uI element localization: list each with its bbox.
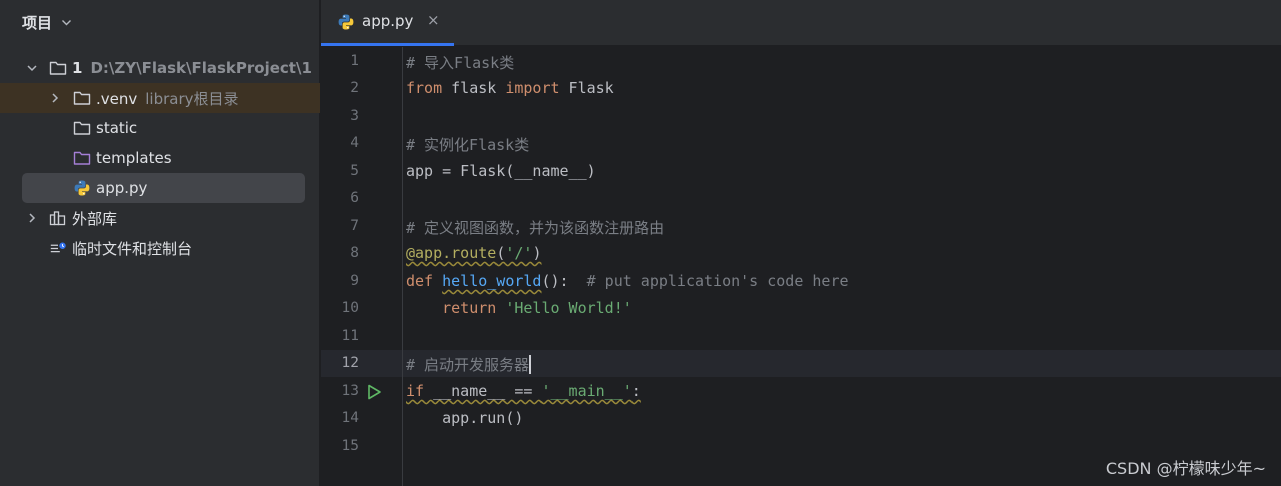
code-editor[interactable]: app.py × 1 2 3 4 5 6 7 8 9 10 11 12 13 1… xyxy=(321,0,1281,486)
code-text xyxy=(433,272,442,290)
tree-item-static[interactable]: static xyxy=(0,113,320,143)
line-number: 11 xyxy=(341,328,359,344)
project-panel-header[interactable]: 项目 xyxy=(0,0,320,44)
watermark: CSDN @柠檬味少年~ xyxy=(1105,459,1266,478)
code-line-12[interactable]: # 启动开发服务器 xyxy=(406,354,532,375)
keyword-token: return xyxy=(442,299,497,317)
line-number: 2 xyxy=(350,80,359,96)
code-text: flask xyxy=(442,79,506,97)
run-icon[interactable] xyxy=(365,383,383,401)
keyword-token: import xyxy=(505,79,560,97)
venv-hint: library根目录 xyxy=(145,89,239,108)
tree-item-label: .venv library根目录 xyxy=(96,88,239,109)
code-line-13[interactable]: if __name__ == '__main__': xyxy=(406,382,641,400)
keyword-token: def xyxy=(406,272,434,290)
comment-token: # 启动开发服务器 xyxy=(406,356,530,374)
code-text: ) xyxy=(532,244,542,262)
current-line-highlight xyxy=(321,350,1281,377)
comment-token: # put application's code here xyxy=(586,272,849,290)
python-file-icon xyxy=(73,179,91,197)
tree-item-label: 1 D:\ZY\Flask\FlaskProject\1 xyxy=(72,59,312,77)
tree-item-venv[interactable]: .venv library根目录 xyxy=(0,83,320,113)
line-number: 13 xyxy=(341,383,359,399)
tree-item-app[interactable]: app.py xyxy=(0,173,320,203)
line-number: 4 xyxy=(350,135,359,151)
templates-folder-icon xyxy=(73,149,91,167)
scratch-console-icon xyxy=(49,239,67,257)
chevron-down-icon[interactable] xyxy=(24,60,40,76)
code-line-7[interactable]: # 定义视图函数，并为该函数注册路由 xyxy=(406,217,664,238)
string-token: 'Hello World!' xyxy=(505,299,632,317)
code-line-1[interactable]: # 导入Flask类 xyxy=(406,52,514,73)
function-name-token: hello_world xyxy=(442,272,542,290)
comment-token: # 定义视图函数，并为该函数注册路由 xyxy=(406,219,665,237)
folder-icon xyxy=(49,59,67,77)
keyword-token: from xyxy=(406,79,443,97)
templates-name: templates xyxy=(96,149,172,167)
code-text: : xyxy=(631,382,641,400)
code-line-14[interactable]: app.run() xyxy=(406,409,523,427)
close-icon[interactable]: × xyxy=(427,11,440,29)
line-number: 8 xyxy=(350,245,359,261)
tree-item-scratches[interactable]: 临时文件和控制台 xyxy=(0,233,320,263)
line-number: 1 xyxy=(350,53,359,69)
code-line-5[interactable]: app = Flask(__name__) xyxy=(406,162,596,180)
code-indent xyxy=(406,299,442,317)
editor-tab-bar: app.py × xyxy=(321,0,1281,46)
code-text: Flask xyxy=(559,79,614,97)
venv-name: .venv xyxy=(96,89,138,108)
code-text xyxy=(496,299,505,317)
root-path: D:\ZY\Flask\FlaskProject\1 xyxy=(90,59,312,77)
line-number: 14 xyxy=(341,410,359,426)
project-panel: 项目 1 D:\ZY\Flask\FlaskProject\1 .venv libr… xyxy=(0,0,320,486)
python-file-icon xyxy=(337,13,355,31)
code-text: app = Flask(__name__) xyxy=(406,162,596,180)
code-line-4[interactable]: # 实例化Flask类 xyxy=(406,134,529,155)
root-name: 1 xyxy=(72,59,83,77)
code-text: ( xyxy=(496,244,506,262)
tab-label: app.py xyxy=(362,12,414,30)
code-text: __name__ == xyxy=(424,382,542,400)
folder-icon xyxy=(73,89,91,107)
tree-item-external-libraries[interactable]: 外部库 xyxy=(0,203,320,233)
tree-item-root[interactable]: 1 D:\ZY\Flask\FlaskProject\1 xyxy=(0,53,320,83)
tab-app-py[interactable]: app.py × xyxy=(321,0,454,46)
project-panel-title[interactable]: 项目 xyxy=(22,13,53,32)
line-number: 7 xyxy=(350,218,359,234)
library-icon xyxy=(49,209,67,227)
line-number: 5 xyxy=(350,163,359,179)
active-tab-indicator xyxy=(321,43,454,46)
string-token: '/' xyxy=(505,244,533,262)
line-number: 6 xyxy=(350,190,359,206)
code-line-2[interactable]: from flask import Flask xyxy=(406,79,614,97)
text-caret xyxy=(529,355,532,374)
scratches-name: 临时文件和控制台 xyxy=(72,239,193,258)
code-line-9[interactable]: def hello_world(): # put application's c… xyxy=(406,272,849,290)
decorator-token: @app.route xyxy=(406,244,497,262)
code-line-10[interactable]: return 'Hello World!' xyxy=(406,299,632,317)
comment-token: # 实例化Flask类 xyxy=(406,136,530,154)
string-token: '__main__' xyxy=(541,382,632,400)
comment-token: # 导入Flask类 xyxy=(406,54,515,72)
code-line-8[interactable]: @app.route('/') xyxy=(406,244,541,262)
line-number: 3 xyxy=(350,108,359,124)
line-number: 15 xyxy=(341,438,359,454)
line-number: 12 xyxy=(341,355,359,371)
app-name: app.py xyxy=(96,179,148,197)
line-number: 9 xyxy=(350,273,359,289)
static-name: static xyxy=(96,119,138,137)
tree-item-templates[interactable]: templates xyxy=(0,143,320,173)
chevron-down-icon[interactable] xyxy=(61,17,72,28)
code-text: app.run() xyxy=(406,409,524,427)
keyword-token: if xyxy=(406,382,425,400)
chevron-right-icon[interactable] xyxy=(47,90,63,106)
external-libraries-name: 外部库 xyxy=(72,209,118,228)
gutter-divider xyxy=(402,47,403,486)
chevron-right-icon[interactable] xyxy=(24,210,40,226)
code-text: (): xyxy=(541,272,587,290)
folder-icon xyxy=(73,119,91,137)
tree-selection-highlight xyxy=(22,173,305,203)
line-number: 10 xyxy=(341,300,359,316)
